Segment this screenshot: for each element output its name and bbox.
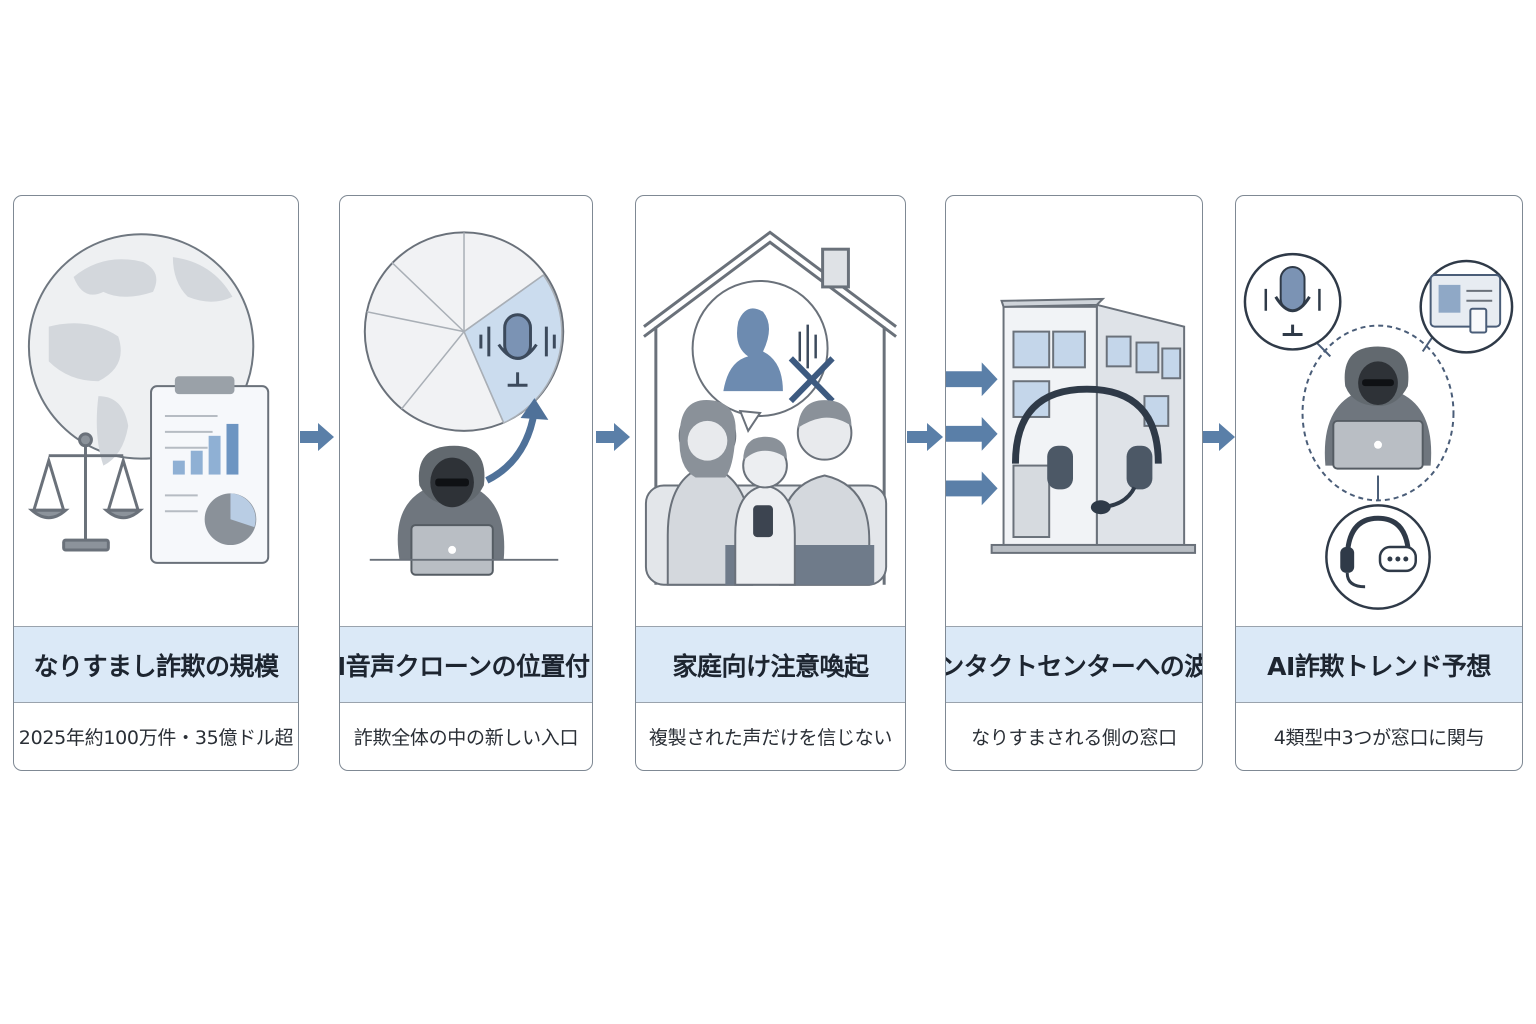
step-5-illustration	[1236, 196, 1522, 626]
step-5-subtitle: 4類型中3つが窓口に関与	[1273, 727, 1485, 749]
step-1-title: なりすまし詐欺の規模	[14, 626, 298, 703]
step-3-illustration	[636, 196, 905, 626]
scales-icon	[27, 432, 145, 552]
curved-arrow	[485, 410, 538, 484]
support-headset-icon	[1325, 504, 1431, 610]
step-2-subtitle: 詐欺全体の中の新しい入口	[353, 727, 579, 749]
step-card-4: コンタクトセンターへの波及 なりすまされる側の窓口	[945, 195, 1203, 771]
incoming-arrows	[946, 362, 998, 506]
step-4-subtitle: なりすまされる側の窓口	[971, 727, 1177, 749]
step-2-illustration	[340, 196, 592, 626]
step-card-1: なりすまし詐欺の規模 2025年約100万件・35億ドル超	[13, 195, 299, 771]
step-1-subtitle: 2025年約100万件・35億ドル超	[18, 727, 294, 749]
hooded-hacker-icon	[1324, 346, 1432, 470]
hooded-hacker-icon	[369, 445, 559, 576]
family-icon	[644, 399, 888, 586]
flow-arrow-1	[300, 423, 334, 451]
microphone-icon	[479, 313, 556, 387]
cross-mark-icon	[788, 356, 835, 404]
step-card-3: 家庭向け注意喚起 複製された声だけを信じない	[635, 195, 906, 771]
id-card-icon	[1419, 259, 1514, 354]
step-1-illustration	[14, 196, 298, 626]
microphone-icon	[1243, 252, 1342, 351]
step-card-2: AI音声クローンの位置付け 詐欺全体の中の新しい入口	[339, 195, 593, 771]
house-icon	[643, 230, 897, 585]
step-5-title: AI詐欺トレンド予想	[1236, 626, 1522, 703]
step-3-title: 家庭向け注意喚起	[636, 626, 905, 703]
voice-speaker-icon	[691, 279, 829, 433]
step-4-title: コンタクトセンターへの波及	[946, 626, 1202, 703]
flow-arrow-4	[1203, 423, 1235, 451]
headset-icon	[1011, 385, 1162, 515]
flow-arrow-2	[596, 423, 630, 451]
flow-arrow-3	[907, 423, 943, 451]
step-2-title: AI音声クローンの位置付け	[340, 626, 592, 703]
step-4-illustration	[946, 196, 1202, 626]
step-3-subtitle: 複製された声だけを信じない	[648, 727, 893, 749]
clipboard-chart-icon	[150, 376, 270, 564]
step-card-5: AI詐欺トレンド予想 4類型中3つが窓口に関与	[1235, 195, 1523, 771]
